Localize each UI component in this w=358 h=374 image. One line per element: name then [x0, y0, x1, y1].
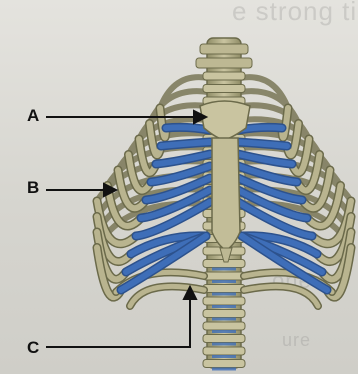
- intervertebral-disc: [212, 268, 236, 271]
- vertebra: [203, 310, 245, 318]
- costal-cartilage: [161, 142, 210, 146]
- intervertebral-disc: [212, 280, 236, 283]
- label-a: A: [27, 106, 39, 126]
- intervertebral-disc: [212, 305, 236, 308]
- label-c: C: [27, 338, 39, 358]
- intervertebral-disc: [212, 293, 236, 296]
- vertebra: [203, 347, 245, 355]
- arrow-b: [46, 184, 116, 196]
- intervertebral-disc: [212, 343, 236, 346]
- costal-cartilage: [238, 142, 287, 146]
- vertebra: [203, 272, 245, 280]
- label-b: B: [27, 178, 39, 198]
- vertebra: [203, 360, 245, 368]
- intervertebral-disc: [212, 330, 236, 333]
- vertebra: [203, 72, 245, 80]
- intervertebral-disc: [212, 355, 236, 358]
- intervertebral-disc: [212, 318, 236, 321]
- vertebra: [203, 335, 245, 343]
- vertebra: [203, 322, 245, 330]
- sternum-body: [212, 138, 240, 250]
- vertebra: [203, 85, 245, 93]
- vertebra: [203, 297, 245, 305]
- vertebra: [203, 285, 245, 293]
- intervertebral-disc: [212, 368, 236, 371]
